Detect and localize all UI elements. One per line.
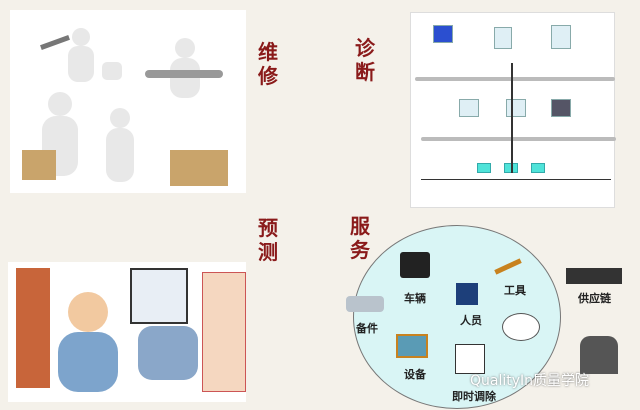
label-vehicle: 车辆 <box>404 292 426 305</box>
label-supply-chain: 供应链 <box>578 292 611 305</box>
label-equipment: 设备 <box>404 368 426 381</box>
diagnosis-network-diagram <box>410 12 616 208</box>
watermark: QualityIn质量学院 <box>470 373 590 389</box>
factory-icon <box>566 268 622 284</box>
silo-icon <box>580 336 618 374</box>
prediction-cartoon <box>8 262 246 402</box>
label-personnel: 人员 <box>460 314 482 327</box>
maintenance-illustration <box>10 10 246 193</box>
personnel-photo <box>456 283 478 305</box>
thought-bubble-icon <box>502 313 540 341</box>
spare-parts-icon <box>346 296 384 312</box>
equipment-icon <box>396 334 428 358</box>
heading-diagnosis: 诊断 <box>355 36 375 84</box>
label-realtime: 即时调除 <box>452 390 496 403</box>
heading-maintenance: 维修 <box>258 40 278 88</box>
machine-icon <box>455 344 485 374</box>
label-spare-parts: 备件 <box>356 322 378 335</box>
heading-service: 服务 <box>350 214 370 262</box>
label-tools: 工具 <box>504 284 526 297</box>
vehicle-icon <box>400 252 430 278</box>
heading-prediction: 预测 <box>258 216 278 264</box>
